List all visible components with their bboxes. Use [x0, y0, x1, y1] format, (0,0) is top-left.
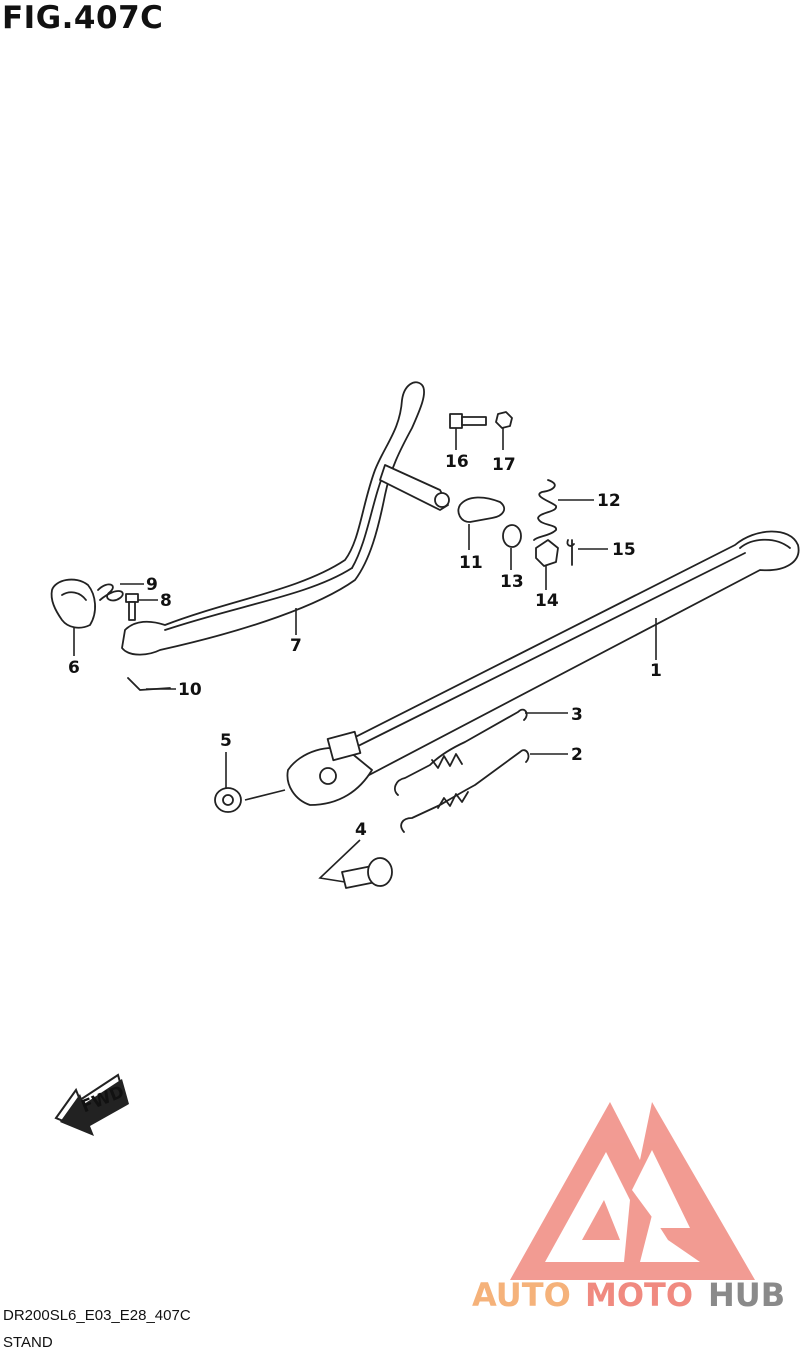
callout-11: 11 [459, 553, 483, 573]
bolt-part-16 [449, 413, 487, 429]
figure-name: STAND [3, 1334, 53, 1351]
spring-part-9 [97, 583, 124, 602]
spring-coil-part-3 [431, 753, 463, 769]
callout-8: 8 [160, 591, 172, 611]
washer-part-13 [502, 524, 522, 548]
spring-part-3 [394, 708, 528, 796]
stand-bracket-part-7 [121, 381, 450, 656]
callout-17: 17 [492, 455, 516, 475]
spring-part-12 [533, 479, 557, 541]
callout-14: 14 [535, 591, 559, 611]
callout-13: 13 [500, 572, 524, 592]
plate-part-11 [457, 496, 506, 523]
watermark-text-auto: AUTO [472, 1276, 571, 1314]
nut-part-14 [535, 539, 559, 567]
callout-4: 4 [355, 820, 367, 840]
callout-6: 6 [68, 658, 80, 678]
side-stand-part-1 [286, 530, 800, 806]
callout-3: 3 [571, 705, 583, 725]
fwd-arrow-icon: FWD [54, 1073, 129, 1136]
nut-part-5 [214, 787, 242, 813]
callout-12: 12 [597, 491, 621, 511]
watermark-text-moto: MOTO [585, 1276, 693, 1314]
screw-part-8 [125, 593, 139, 621]
watermark-logo [510, 1102, 755, 1280]
bolt-part-4 [341, 857, 393, 889]
callout-10: 10 [178, 680, 202, 700]
figure-title: FIG.407C [2, 0, 164, 36]
callout-2: 2 [571, 745, 583, 765]
leader-5b [244, 789, 286, 801]
spring-coil-part-2 [437, 791, 469, 809]
figure-code: DR200SL6_E03_E28_407C [3, 1307, 191, 1324]
callout-5: 5 [220, 731, 232, 751]
watermark-text-hub: HUB [708, 1276, 785, 1314]
cotter-pin-part-15 [566, 539, 575, 566]
callout-7: 7 [290, 636, 302, 656]
switch-part-6 [50, 578, 96, 629]
spring-part-2 [400, 749, 530, 833]
callout-9: 9 [146, 575, 158, 595]
callout-16: 16 [445, 452, 469, 472]
callout-15: 15 [612, 540, 636, 560]
nut-part-17 [495, 411, 513, 429]
leader-4 [318, 839, 361, 883]
callout-1: 1 [650, 661, 662, 681]
